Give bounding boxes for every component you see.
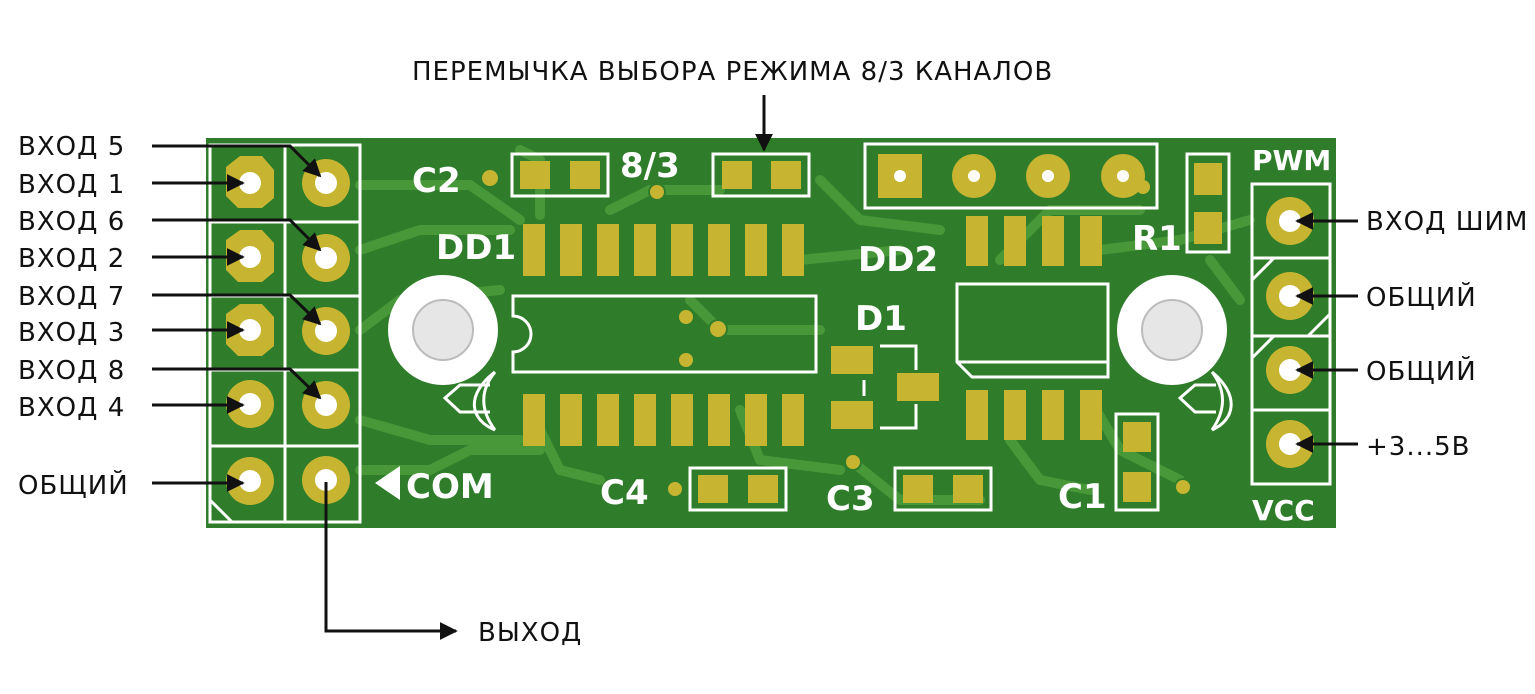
label-input-7: ВХОД 7 — [18, 282, 125, 312]
c3-footprint — [893, 466, 993, 512]
silk-c1: C1 — [1058, 477, 1107, 517]
label-supply: +3...5В — [1366, 432, 1471, 462]
callout-arrows — [152, 95, 1358, 640]
silk-direction-arrows — [442, 370, 1233, 432]
label-input-8: ВХОД 8 — [18, 356, 125, 386]
label-common-right-2: ОБЩИЙ — [1366, 355, 1477, 387]
label-common-left: ОБЩИЙ — [18, 469, 129, 501]
right-header — [1250, 182, 1332, 486]
r1-footprint — [1185, 152, 1231, 254]
silk-c4: C4 — [600, 473, 649, 513]
label-input-4: ВХОД 4 — [18, 393, 125, 423]
top-4pin-header — [863, 142, 1159, 210]
jumper-footprint — [711, 152, 811, 198]
label-input-3: ВХОД 3 — [18, 318, 125, 348]
silk-dd1: DD1 — [436, 228, 516, 268]
c2-footprint — [510, 152, 610, 198]
label-input-1: ВХОД 1 — [18, 170, 125, 200]
label-common-right-1: ОБЩИЙ — [1366, 281, 1477, 313]
com-triangle — [375, 466, 400, 500]
label-pwm-input: ВХОД ШИМ — [1366, 207, 1528, 237]
silk-dd2: DD2 — [858, 240, 938, 280]
dd2-chip — [955, 216, 1110, 440]
silk-vcc: VCC — [1252, 494, 1315, 527]
diagram-title: ПЕРЕМЫЧКА ВЫБОРА РЕЖИМА 8/3 КАНАЛОВ — [412, 57, 1053, 87]
label-input-6: ВХОД 6 — [18, 207, 125, 237]
label-input-2: ВХОД 2 — [18, 244, 125, 274]
mounting-holes — [388, 275, 1227, 385]
dd1-chip — [511, 224, 818, 446]
silk-c3: C3 — [826, 479, 875, 519]
silk-com: COM — [406, 467, 494, 507]
silk-r1: R1 — [1132, 219, 1182, 259]
silk-pwm: PWM — [1252, 144, 1331, 177]
d1-footprint — [831, 344, 939, 430]
label-input-5: ВХОД 5 — [18, 132, 125, 162]
label-output: ВЫХОД — [478, 618, 582, 648]
c1-footprint — [1114, 412, 1160, 512]
silk-d1: D1 — [855, 299, 907, 339]
c4-footprint — [688, 466, 788, 512]
silk-jumper: 8/3 — [620, 146, 680, 186]
silk-c2: C2 — [412, 161, 461, 201]
left-header — [208, 143, 362, 524]
